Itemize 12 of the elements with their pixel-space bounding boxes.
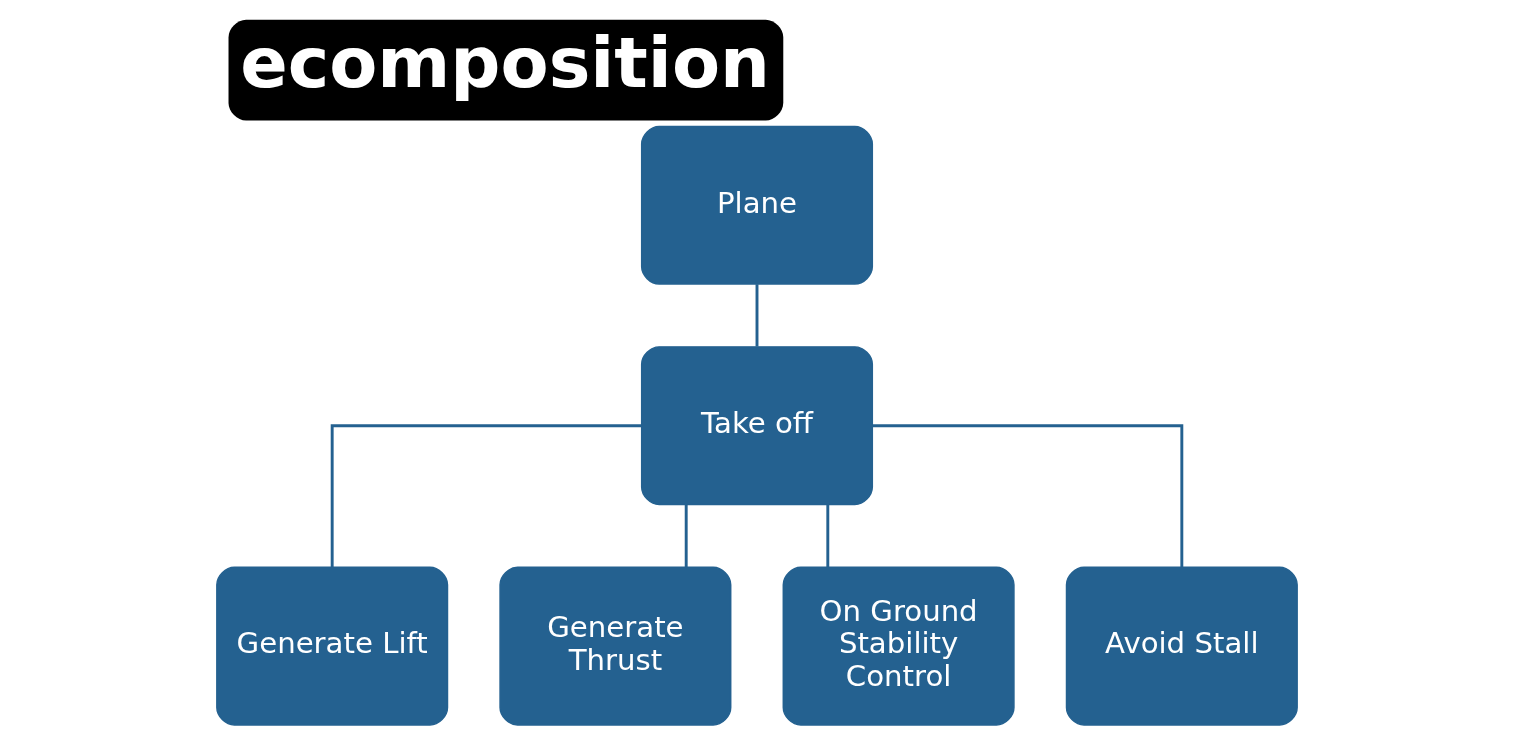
connector [330,424,642,568]
node-box: Generate Lift [216,566,449,726]
node-box: Plane [640,125,874,285]
connector [826,504,830,567]
node-box: On Ground Stability Control [782,566,1015,726]
connector [872,424,1184,568]
node-box: Generate Thrust [499,566,732,726]
diagram-title: ecomposition [240,21,770,104]
node-box: Take off [640,346,874,506]
connector [684,504,688,567]
connector [755,284,759,347]
node-box: Avoid Stall [1065,566,1298,726]
